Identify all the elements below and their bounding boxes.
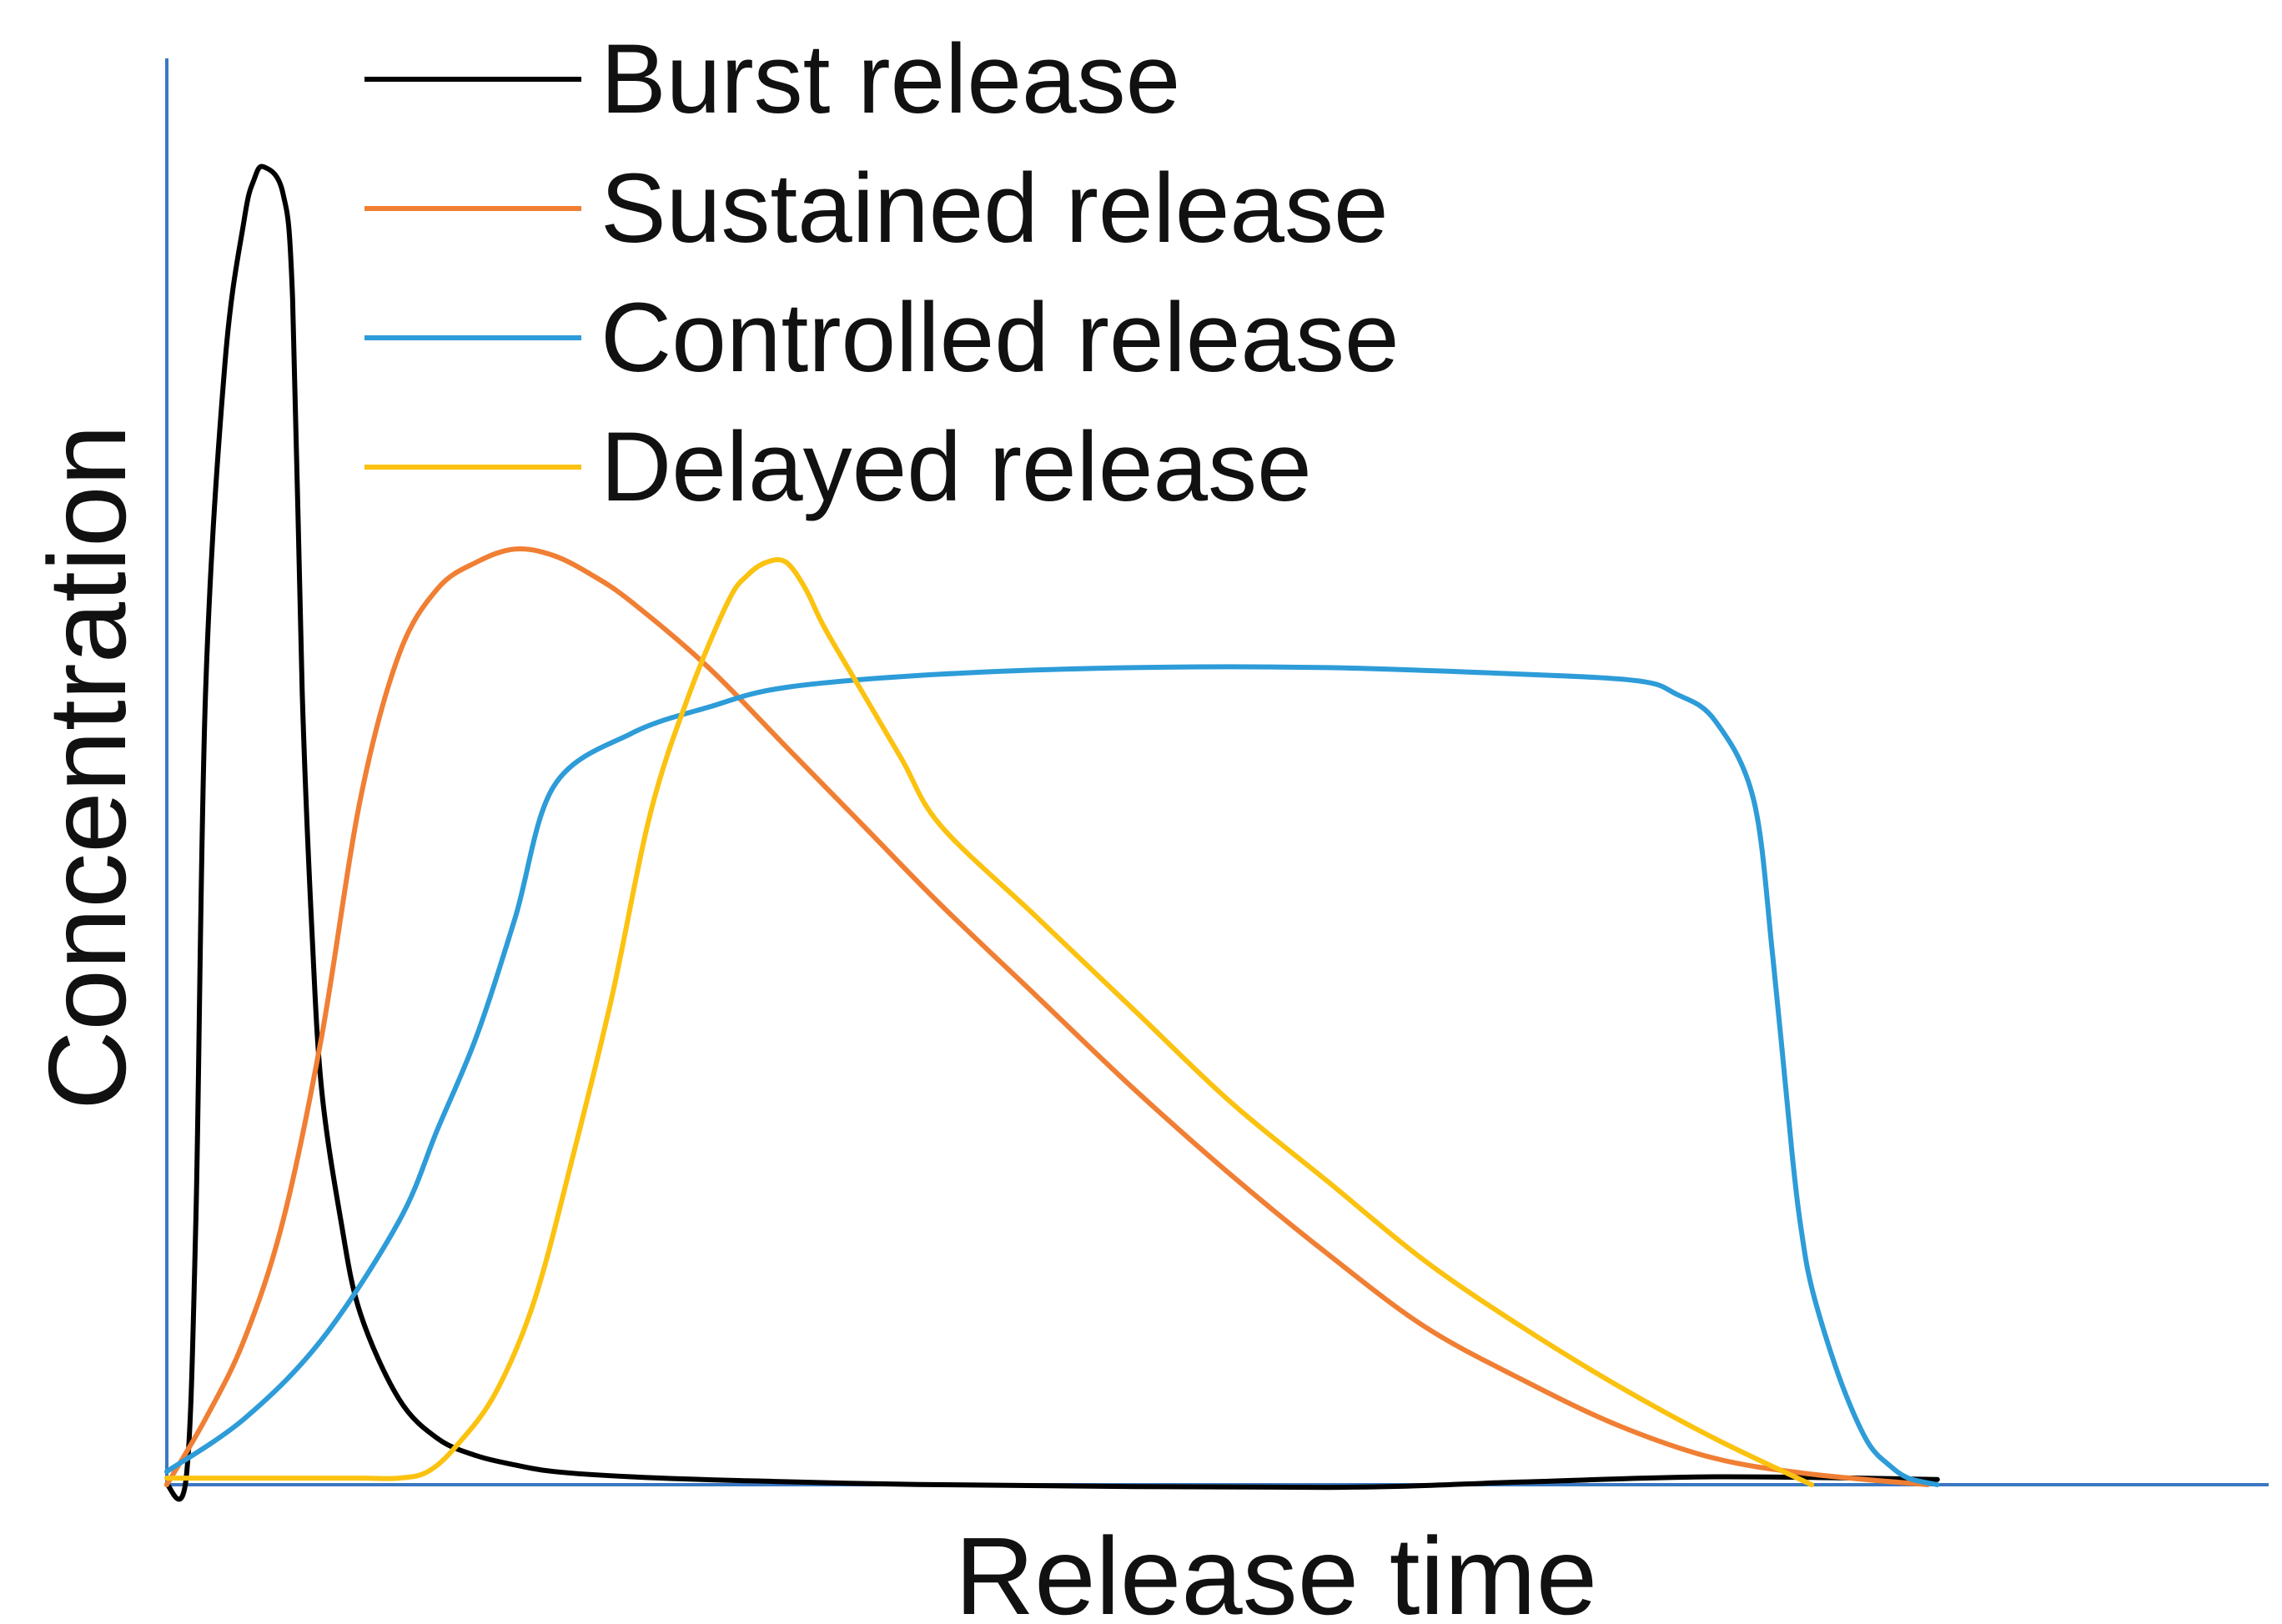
plot-area — [164, 58, 2269, 1502]
legend-item: Burst release — [364, 24, 1180, 134]
legend-label: Burst release — [601, 24, 1180, 134]
y-axis-label: Concentration — [26, 425, 148, 1110]
legend-label: Controlled release — [601, 283, 1400, 393]
x-axis-label: Release time — [955, 1515, 1597, 1624]
legend-item: Sustained release — [364, 153, 1389, 264]
legend-label: Sustained release — [601, 153, 1389, 264]
legend-label: Delayed release — [601, 412, 1312, 522]
series-line-controlled-release — [164, 664, 1940, 1487]
series-group — [164, 163, 1940, 1502]
series-line-burst-release — [164, 163, 1940, 1502]
series-line-sustained-release — [164, 546, 1931, 1487]
legend-item: Delayed release — [364, 412, 1312, 522]
series-line-delayed-release — [164, 556, 1814, 1487]
legend-item: Controlled release — [364, 283, 1400, 393]
